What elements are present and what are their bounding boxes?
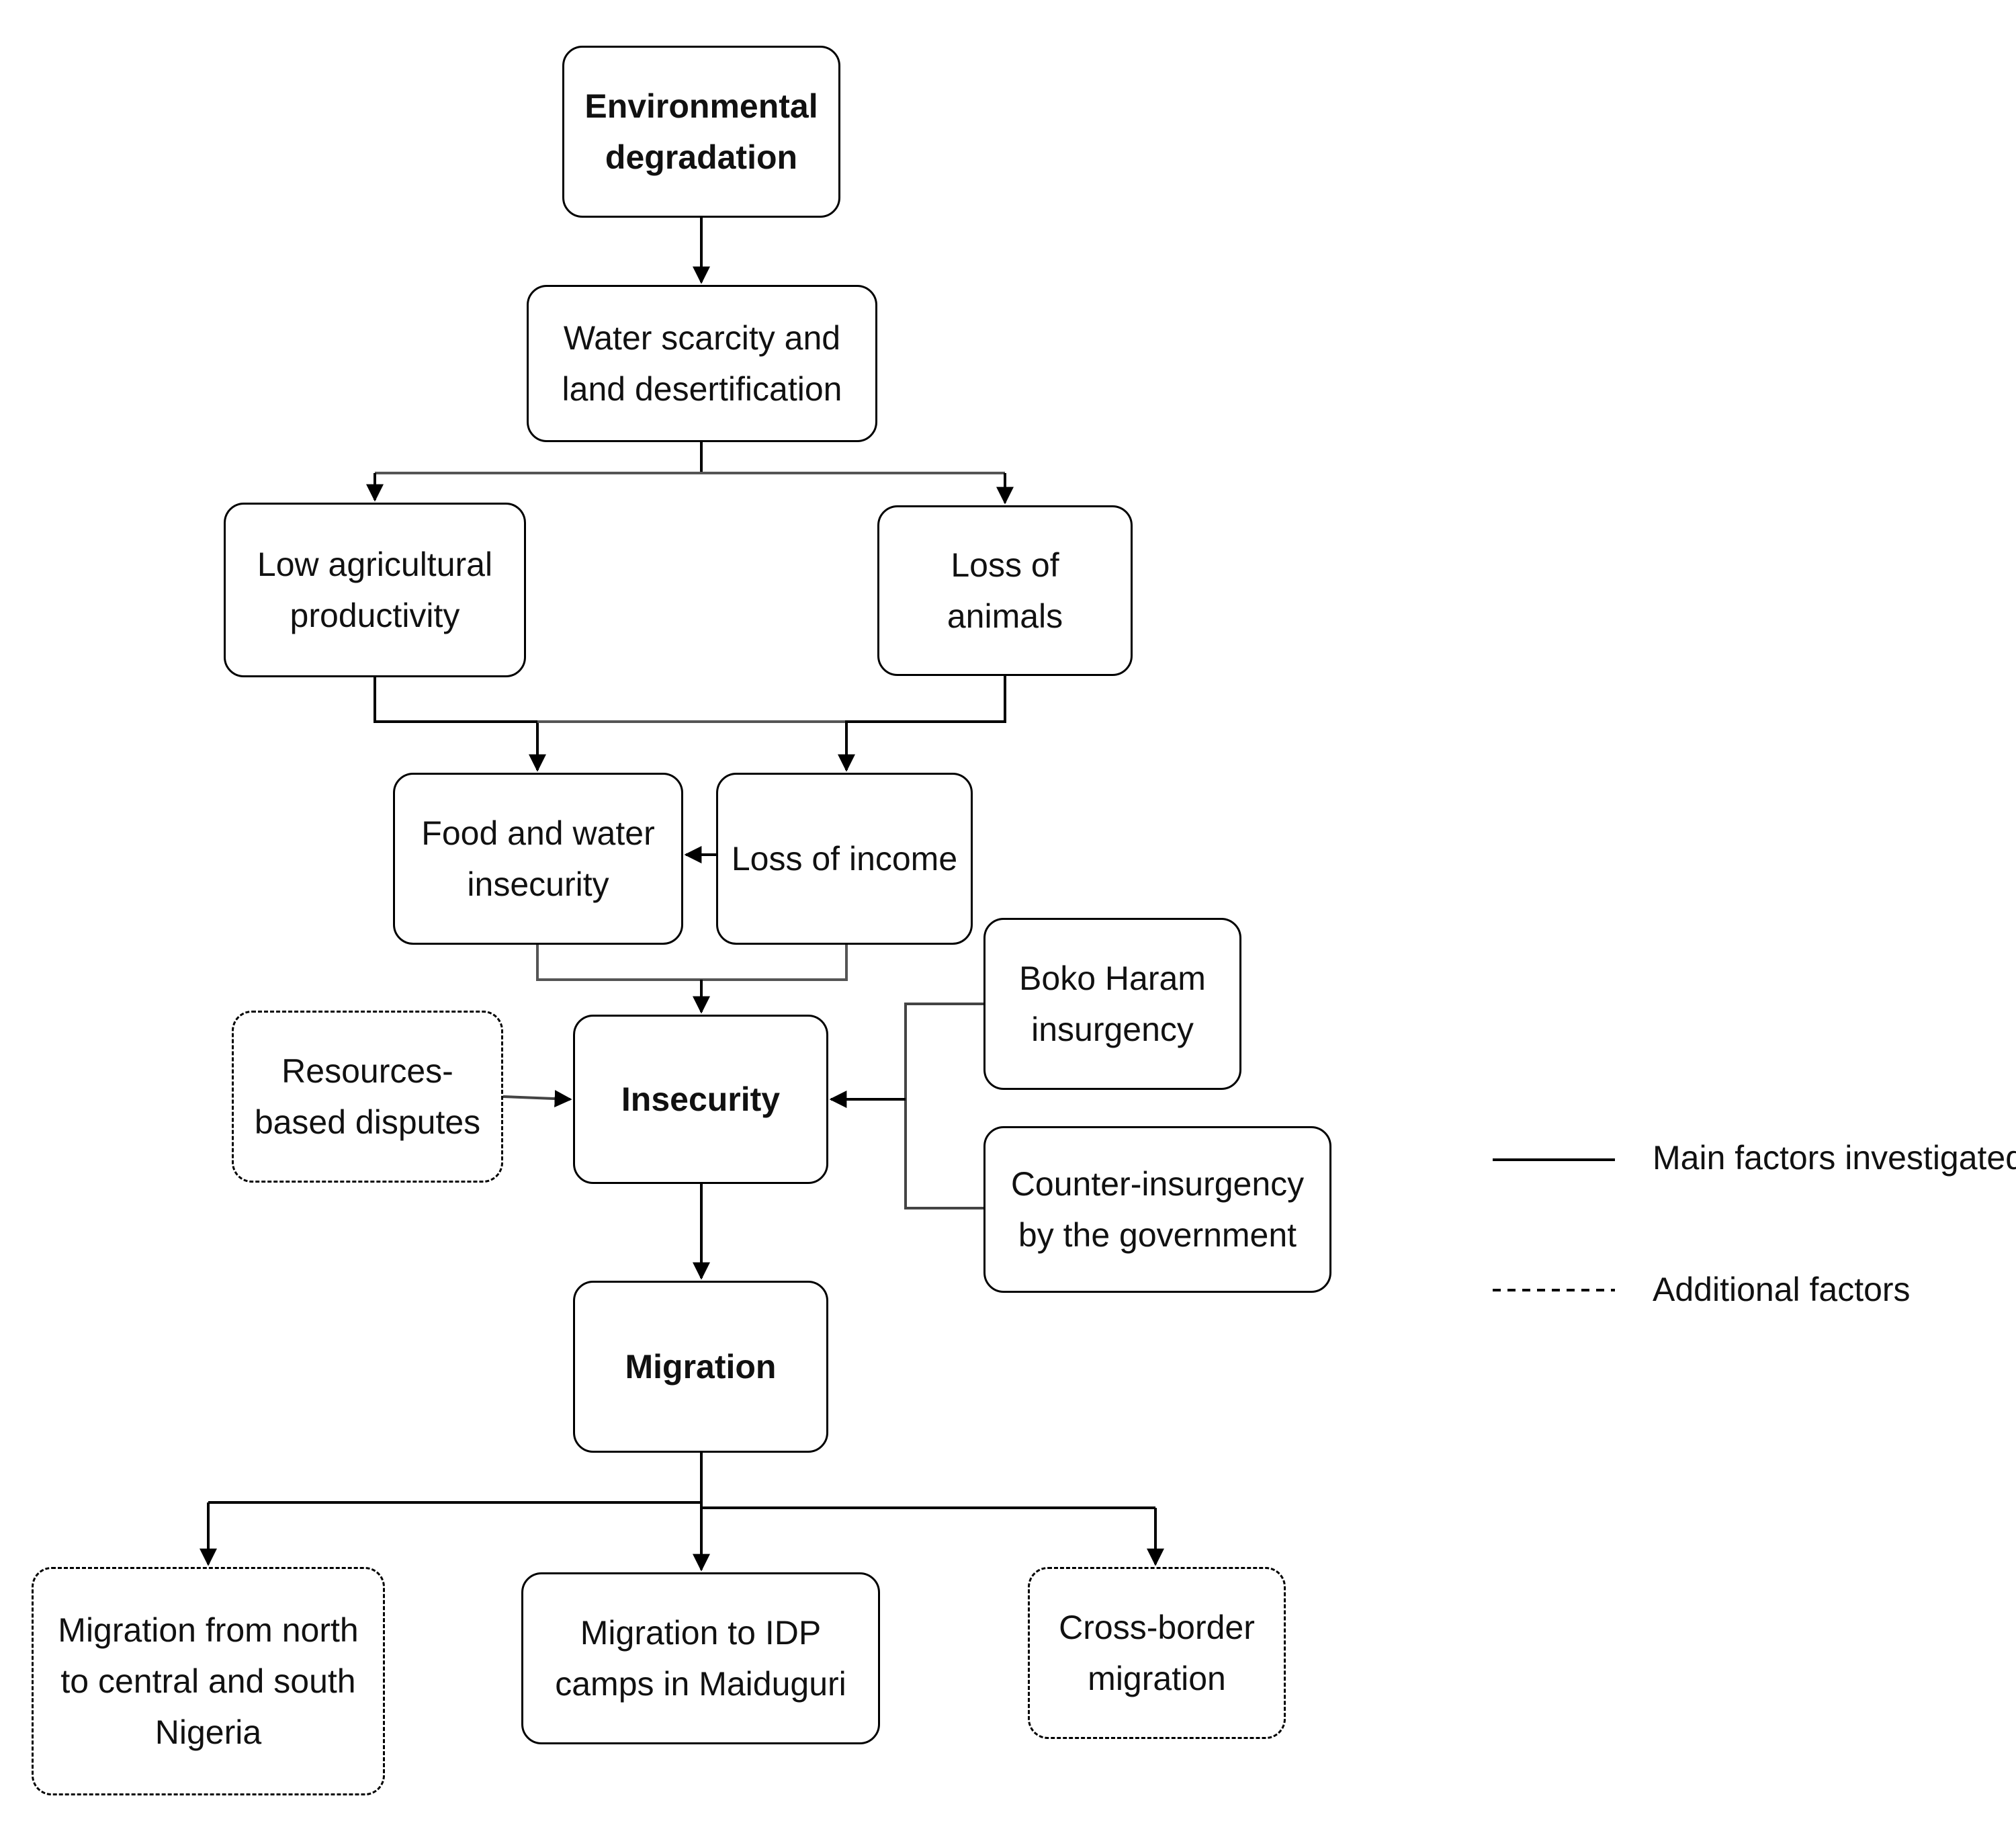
node-boko-haram-insurgency: Boko Haram insurgency xyxy=(983,918,1241,1090)
edge-low-agri-to-food xyxy=(374,677,546,772)
node-loss-of-income: Loss of income xyxy=(716,773,973,945)
node-resources-based-disputes: Resources- based disputes xyxy=(232,1011,503,1183)
node-cross-border-migration: Cross-border migration xyxy=(1028,1567,1286,1739)
edge-loss-animals-to-income xyxy=(838,676,1006,772)
node-migration-to-idp-camps: Migration to IDP camps in Maiduguri xyxy=(521,1572,880,1744)
legend-main-factors: Main factors investigated xyxy=(1653,1139,2016,1177)
edge-boko-branch xyxy=(904,1003,983,1209)
legend-additional-factors: Additional factors xyxy=(1653,1271,1911,1308)
edge-migration-horizontal xyxy=(208,1501,1155,1509)
node-migration: Migration xyxy=(573,1281,828,1453)
node-environmental-degradation: Environmental degradation xyxy=(562,46,840,218)
node-loss-of-animals: Loss of animals xyxy=(877,505,1133,676)
node-migration-north-to-central-south: Migration from north to central and sout… xyxy=(32,1567,385,1795)
node-food-and-water-insecurity: Food and water insecurity xyxy=(393,773,683,945)
node-insecurity: Insecurity xyxy=(573,1015,828,1184)
edge-resources-to-insecurity xyxy=(502,1090,572,1108)
node-water-scarcity: Water scarcity and land desertification xyxy=(527,285,877,442)
node-counter-insurgency: Counter-insurgency by the government xyxy=(983,1126,1331,1293)
edge-food-income-merge xyxy=(536,945,848,981)
node-low-agricultural-productivity: Low agricultural productivity xyxy=(224,503,526,677)
